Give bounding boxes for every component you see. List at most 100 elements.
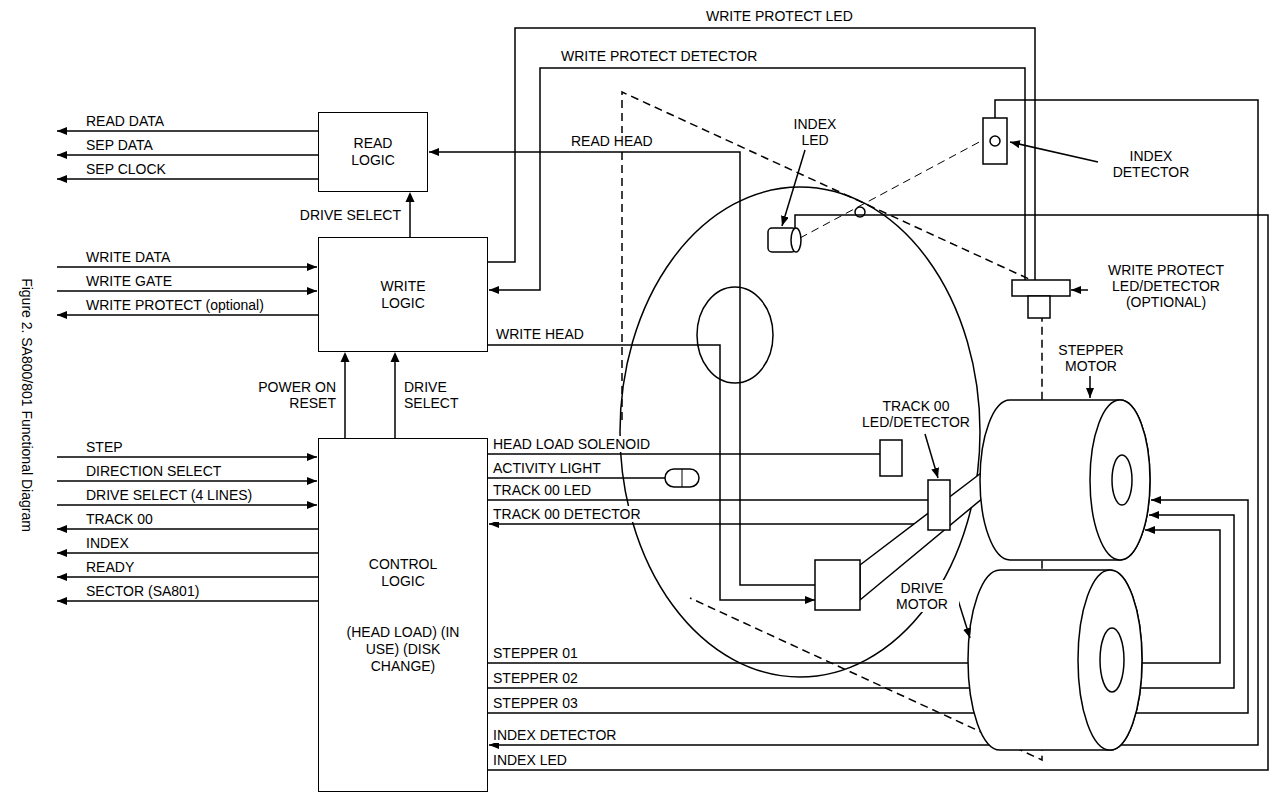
signal-line xyxy=(57,314,318,316)
edge-label: DRIVE SELECT xyxy=(403,379,467,411)
connector-line xyxy=(409,201,411,237)
edge-label: POWER ON RESET xyxy=(250,379,337,411)
signal-name: ACTIVITY LIGHT xyxy=(492,460,602,476)
signal-line xyxy=(57,290,317,292)
logic-box: WRITE LOGIC xyxy=(318,237,488,352)
signal-name: READY xyxy=(85,559,135,575)
index-detector xyxy=(983,118,1007,164)
track00-detector-wire xyxy=(489,523,928,525)
signal-line xyxy=(57,178,318,180)
connector-line xyxy=(344,361,346,438)
signal-name: TRACK 00 xyxy=(85,511,154,527)
signal-name: DRIVE SELECT (4 LINES) xyxy=(85,487,253,503)
index-led-wire xyxy=(488,215,1268,770)
activity-light xyxy=(665,469,699,487)
stepper-motor xyxy=(980,400,1150,560)
part-name: TRACK 00 LED/DETECTOR xyxy=(855,398,977,430)
led-lens xyxy=(791,228,801,252)
signal-line xyxy=(57,576,318,578)
connector xyxy=(406,192,415,237)
write-protect-sensor xyxy=(1028,296,1050,318)
signal-name: STEPPER 02 xyxy=(492,670,579,686)
leader-line xyxy=(958,600,970,638)
part-name: STEPPER MOTOR xyxy=(1050,342,1132,374)
stepper-motor-face xyxy=(1090,400,1150,560)
signal-name: WRITE DATA xyxy=(85,249,171,265)
signal-line xyxy=(57,504,317,506)
part-name: INDEX LED xyxy=(782,116,848,148)
signal-name: WRITE GATE xyxy=(85,273,173,289)
index-hole xyxy=(855,207,865,217)
signal-name: STEP xyxy=(85,439,124,455)
track00-sensor xyxy=(928,480,950,530)
leader-line xyxy=(1010,142,1098,162)
stepper-motor-hub xyxy=(1112,455,1132,505)
part-name: DRIVE MOTOR xyxy=(885,580,959,612)
signal-line xyxy=(57,154,318,156)
leader-line xyxy=(1071,289,1088,291)
head-load-solenoid xyxy=(880,440,902,476)
figure-caption: Figure 2. SA800/801 Functional Diagram xyxy=(19,278,35,532)
track00-led-wire xyxy=(488,499,928,501)
leader-line xyxy=(1089,376,1091,398)
connector xyxy=(391,352,400,438)
diskette xyxy=(620,187,980,677)
index-detector-wire xyxy=(489,100,1258,745)
write-protect-sensor xyxy=(1012,280,1070,296)
signal-line xyxy=(57,600,318,602)
signal-name: DIRECTION SELECT xyxy=(85,463,222,479)
signal-line xyxy=(57,456,317,458)
detector-window xyxy=(990,136,1000,146)
signal-name: HEAD LOAD SOLENOID xyxy=(492,436,651,452)
leader-line xyxy=(925,434,938,478)
signal-line xyxy=(57,130,318,132)
write-protect-detector-wire xyxy=(489,68,1025,290)
box-title: CONTROL LOGIC xyxy=(363,556,443,590)
part-name: INDEX DETECTOR xyxy=(1100,148,1202,180)
signal-name: WRITE PROTECT (optional) xyxy=(85,297,265,313)
write-head-wire xyxy=(488,345,815,600)
leader-line xyxy=(782,150,805,226)
signal-name: TRACK 00 DETECTOR xyxy=(492,506,642,522)
signal-name: STEPPER 03 xyxy=(492,695,579,711)
signal-name: SEP DATA xyxy=(85,137,154,153)
activity-light xyxy=(682,469,683,487)
signal-name: TRACK 00 LED xyxy=(492,482,592,498)
drive-motor-face xyxy=(1078,570,1142,750)
signal-line xyxy=(57,480,317,482)
connector-line xyxy=(394,361,396,438)
signal-name: INDEX DETECTOR xyxy=(492,727,617,743)
box-title: WRITE LOGIC xyxy=(372,278,434,312)
signal-name: SECTOR (SA801) xyxy=(85,583,200,599)
arrow-head xyxy=(391,352,400,362)
index-beam xyxy=(800,140,983,238)
part-name: WRITE PROTECT LED/DETECTOR (OPTIONAL) xyxy=(1090,262,1242,310)
read-write-head xyxy=(815,560,860,610)
logic-box: READ LOGIC xyxy=(318,112,428,192)
arrow-head xyxy=(341,352,350,362)
drive-motor-hub xyxy=(1100,628,1124,692)
signal-line xyxy=(57,266,317,268)
signal-name: WRITE PROTECT DETECTOR xyxy=(560,48,758,64)
box-note: (HEAD LOAD) (IN USE) (DISK CHANGE) xyxy=(343,624,463,675)
signal-name: READ HEAD xyxy=(570,133,654,149)
connector xyxy=(341,352,350,438)
head-load-wire xyxy=(488,453,880,455)
signal-name: STEPPER 01 xyxy=(492,645,579,661)
signal-name: INDEX LED xyxy=(492,752,568,768)
signal-name: INDEX xyxy=(85,535,130,551)
write-protect-led-wire xyxy=(488,28,1035,280)
arrow-head xyxy=(406,192,415,202)
signal-name: READ DATA xyxy=(85,113,165,129)
signal-line xyxy=(57,528,318,530)
drive-motor xyxy=(968,570,1142,750)
signal-name: WRITE PROTECT LED xyxy=(705,8,854,24)
disk-hub xyxy=(697,287,773,383)
signal-line xyxy=(57,552,318,554)
signal-name: WRITE HEAD xyxy=(495,326,585,342)
edge-label: DRIVE SELECT xyxy=(299,207,402,223)
logic-box: CONTROL LOGIC (HEAD LOAD) (IN USE) (DISK … xyxy=(318,438,488,792)
